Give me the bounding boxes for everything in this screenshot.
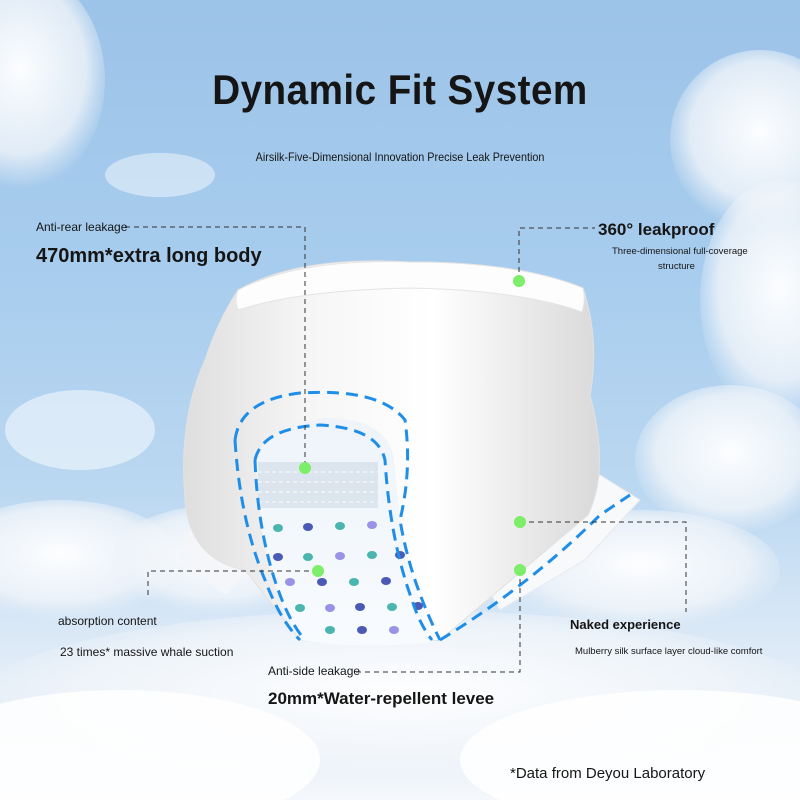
side-headline: 20mm*Water-repellent levee: [268, 689, 495, 708]
leakproof-headline: 360° leakproof: [598, 220, 715, 239]
absorption-label: absorption content: [58, 614, 157, 628]
naked-detail: Mulberry silk surface layer cloud-like c…: [575, 646, 763, 657]
outer-levee-outline: [233, 390, 442, 641]
leakproof-detail-2: structure: [658, 261, 695, 272]
footnote: *Data from Deyou Laboratory: [510, 765, 706, 782]
side-label: Anti-side leakage: [268, 664, 361, 678]
absorption-detail: 23 times* massive whale suction: [60, 645, 234, 659]
page-title: Dynamic Fit System: [212, 66, 588, 113]
inner-levee-outline: [253, 423, 434, 641]
pants-product-graphic: [180, 260, 641, 646]
rear-label: Anti-rear leakage: [36, 220, 128, 234]
page-subtitle: Airsilk-Five-Dimensional Innovation Prec…: [255, 150, 545, 164]
leader-lines: [125, 226, 687, 673]
leakproof-detail-1: Three-dimensional full-coverage: [612, 246, 748, 257]
absorption-dots: [273, 521, 423, 634]
side-levee-outline: [439, 493, 631, 642]
rear-headline: 470mm*extra long body: [36, 245, 262, 267]
green-dot-marker: [299, 275, 526, 577]
inner-levee-left: [253, 459, 307, 641]
naked-headline: Naked experience: [570, 617, 681, 632]
